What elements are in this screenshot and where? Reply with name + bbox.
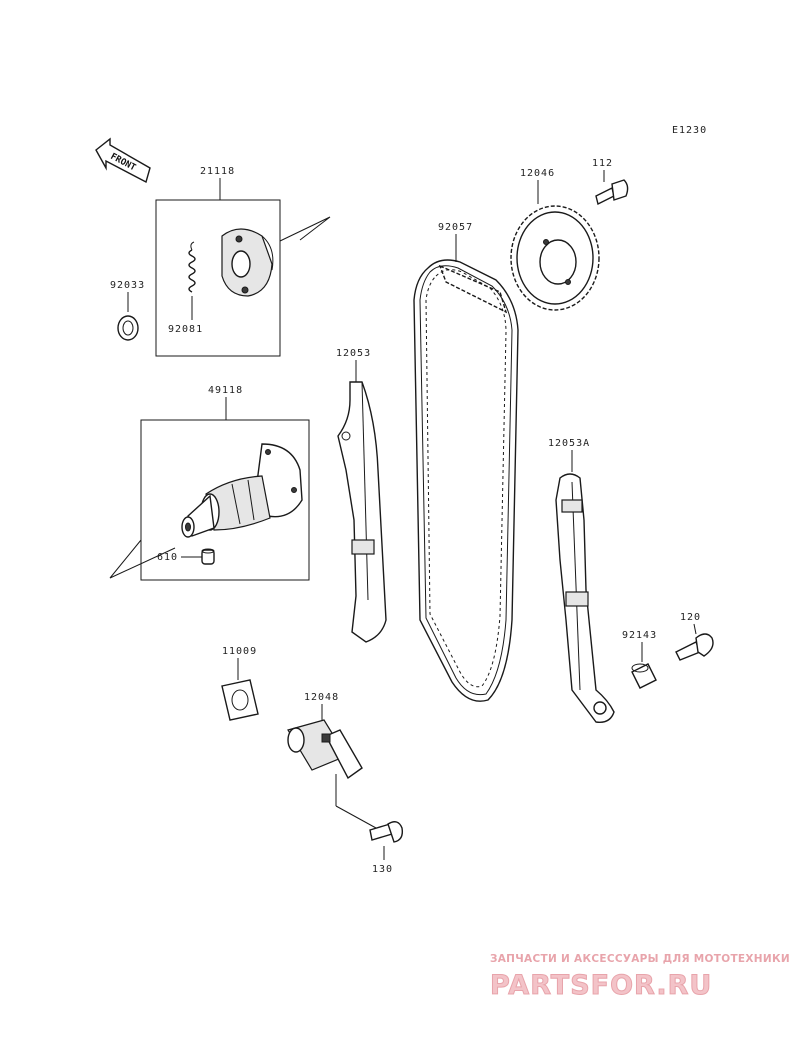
part-label-21118: 21118 (200, 166, 235, 177)
camshaft-icon (181, 443, 303, 538)
part-label-11009: 11009 (222, 646, 257, 657)
front-arrow-icon: FRONT (95, 137, 151, 184)
part-label-120: 120 (680, 612, 701, 623)
decompressor-group: 21118 92081 (155, 166, 331, 357)
camshaft-group: 49118 610 (109, 385, 310, 581)
chain-guide-front-icon (337, 381, 387, 643)
part-label-49118: 49118 (208, 385, 243, 396)
part-label-12048: 12048 (304, 692, 339, 703)
bolt-112-icon (595, 179, 629, 206)
part-label-610: 610 (157, 552, 178, 563)
decompressor-weight-icon (221, 228, 274, 297)
bolt-130-icon (369, 821, 404, 843)
diagram-code: E1230 (672, 125, 707, 136)
watermark-tagline: ЗАПЧАСТИ И АКСЕССУАРЫ ДЛЯ МОТОТЕХНИКИ (490, 953, 790, 965)
collar-icon (631, 663, 657, 689)
sprocket-icon (510, 205, 600, 311)
part-label-12046: 12046 (520, 168, 555, 179)
part-label-12053A: 12053A (548, 438, 590, 449)
part-label-92081: 92081 (168, 324, 203, 335)
watermark-logo: PARTSFOR.RU (490, 970, 712, 1001)
spring-icon (188, 241, 196, 293)
circlip-icon (117, 315, 139, 341)
part-label-92057: 92057 (438, 222, 473, 233)
watermark: ЗАПЧАСТИ И АКСЕССУАРЫ ДЛЯ МОТОТЕХНИКИ PA… (490, 953, 790, 1002)
part-label-112: 112 (592, 158, 613, 169)
dowel-pin-icon (201, 548, 215, 565)
cam-chain-icon (413, 259, 519, 702)
bolt-120-icon (675, 633, 714, 661)
part-label-92033: 92033 (110, 280, 145, 291)
tensioner-icon (287, 719, 363, 780)
gasket-icon (221, 679, 259, 721)
part-label-92143: 92143 (622, 630, 657, 641)
part-label-130: 130 (372, 864, 393, 875)
part-label-12053: 12053 (336, 348, 371, 359)
chain-guide-rear-icon (555, 473, 615, 723)
